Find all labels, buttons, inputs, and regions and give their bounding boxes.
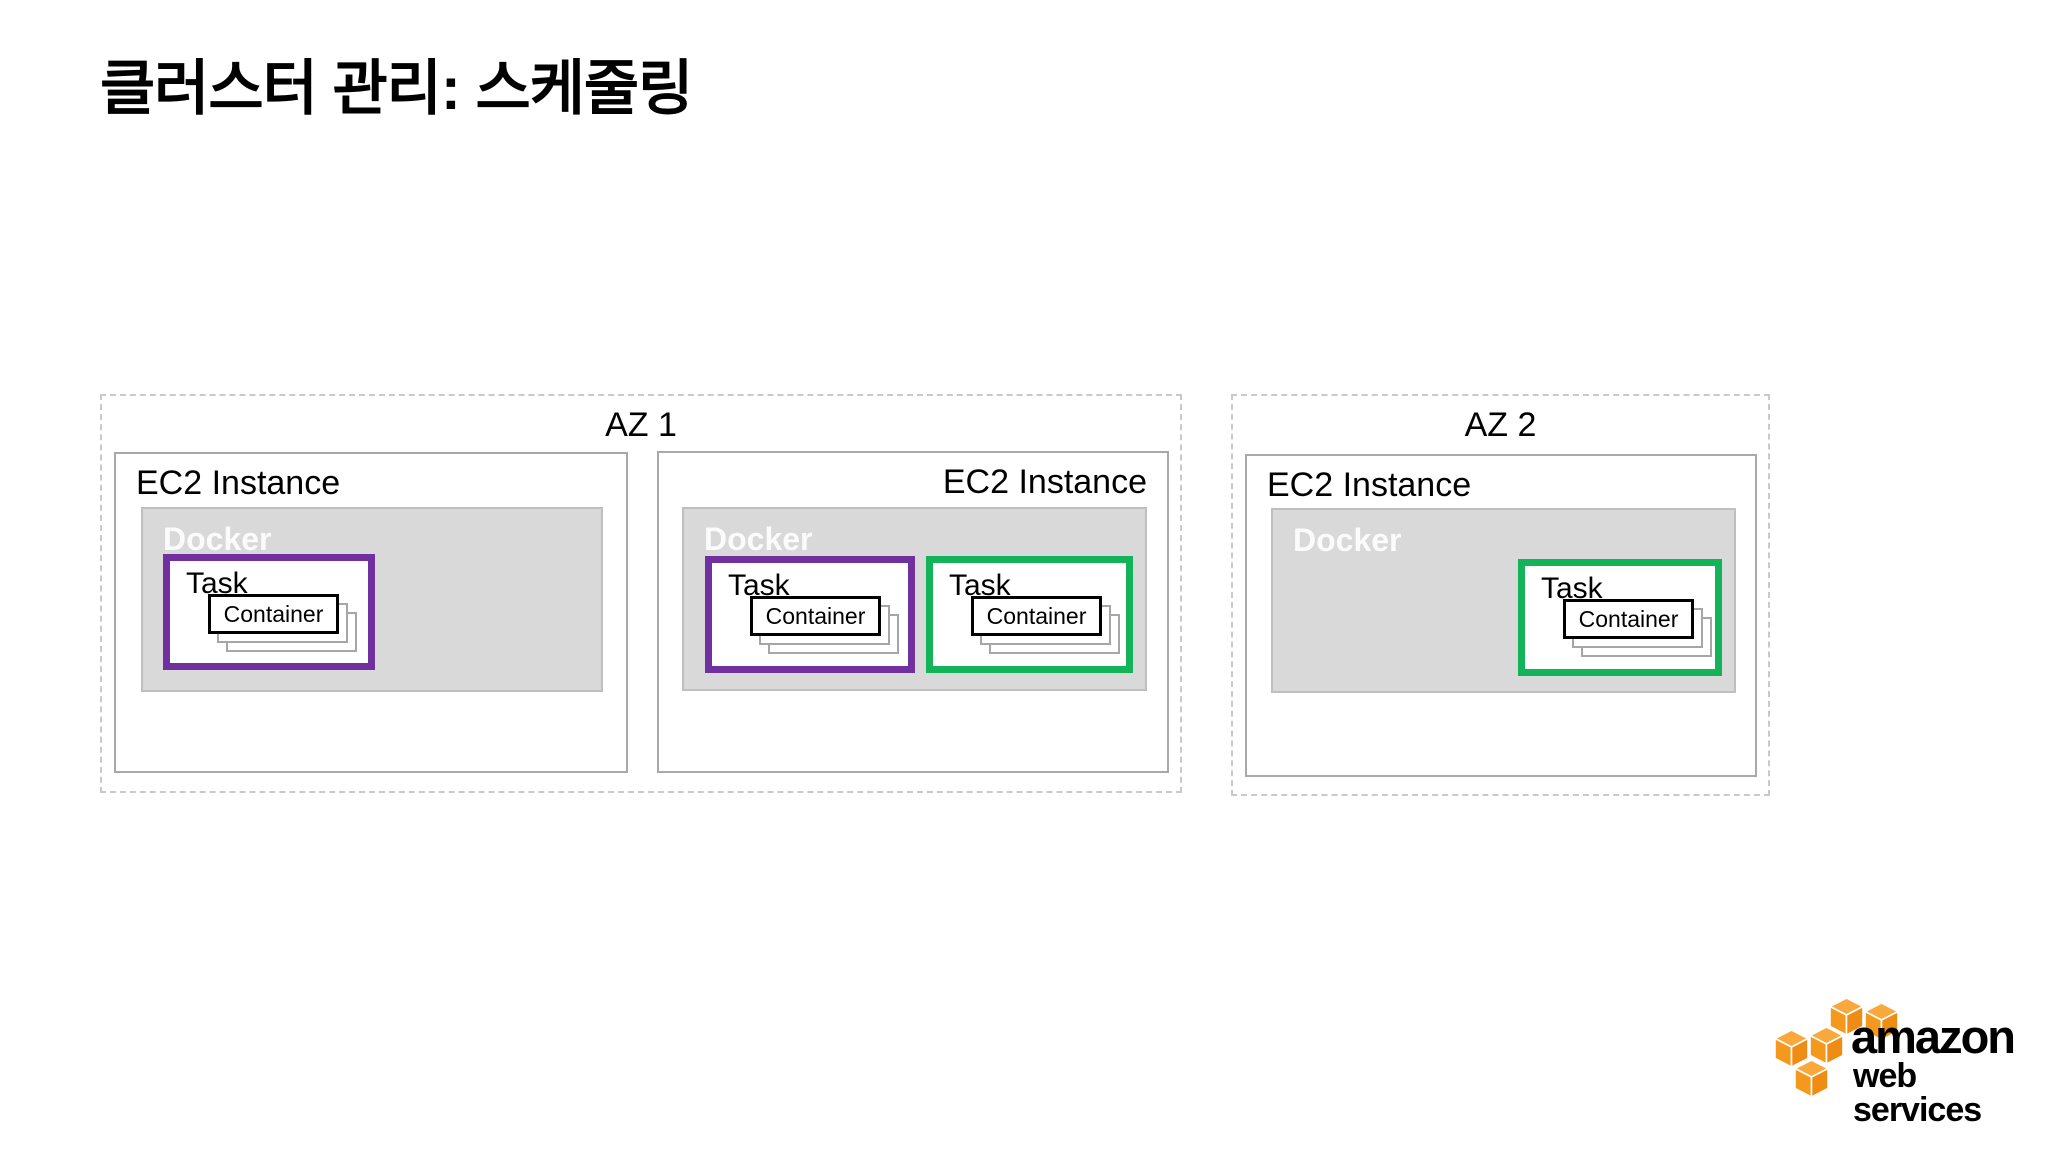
az1-zone: AZ 1 EC2 Instance Docker Task Container … bbox=[100, 394, 1182, 793]
task-purple-1: Task Container bbox=[163, 554, 375, 670]
aws-logo: amazon web services bbox=[1765, 985, 2048, 1127]
ec2-instance-1-label: EC2 Instance bbox=[136, 464, 341, 502]
container-box: Container bbox=[1563, 599, 1694, 639]
aws-logo-subtitle: web services bbox=[1853, 1057, 1982, 1129]
docker-2-label: Docker bbox=[704, 521, 813, 557]
container-stack: Container bbox=[971, 596, 1121, 655]
az1-label: AZ 1 bbox=[605, 406, 677, 444]
container-stack: Container bbox=[208, 594, 358, 653]
task-green-1: Task Container bbox=[926, 556, 1133, 673]
container-stack: Container bbox=[750, 596, 900, 655]
ec2-instance-3-label: EC2 Instance bbox=[1267, 466, 1472, 504]
aws-logo-brand: amazon bbox=[1851, 1010, 2016, 1063]
az2-zone: AZ 2 EC2 Instance Docker Task Container bbox=[1231, 394, 1770, 796]
task-green-2: Task Container bbox=[1518, 559, 1722, 676]
docker-area-1: Docker Task Container bbox=[141, 507, 603, 692]
ec2-instance-2: EC2 Instance Docker Task Container Task bbox=[657, 451, 1169, 773]
container-box: Container bbox=[971, 596, 1102, 636]
container-stack: Container bbox=[1563, 599, 1713, 658]
docker-1-label: Docker bbox=[163, 521, 272, 557]
ec2-instance-2-label: EC2 Instance bbox=[942, 463, 1147, 501]
container-box: Container bbox=[750, 596, 881, 636]
az2-label: AZ 2 bbox=[1464, 406, 1537, 444]
docker-area-2: Docker Task Container Task Container bbox=[682, 507, 1147, 691]
docker-3-label: Docker bbox=[1293, 522, 1402, 558]
container-box: Container bbox=[208, 594, 339, 634]
ec2-instance-3: EC2 Instance Docker Task Container bbox=[1245, 454, 1757, 777]
page-title: 클러스터 관리: 스케줄링 bbox=[100, 55, 693, 122]
ec2-instance-1: EC2 Instance Docker Task Container bbox=[114, 452, 628, 773]
docker-area-3: Docker Task Container bbox=[1271, 508, 1736, 693]
task-purple-2: Task Container bbox=[705, 556, 915, 673]
